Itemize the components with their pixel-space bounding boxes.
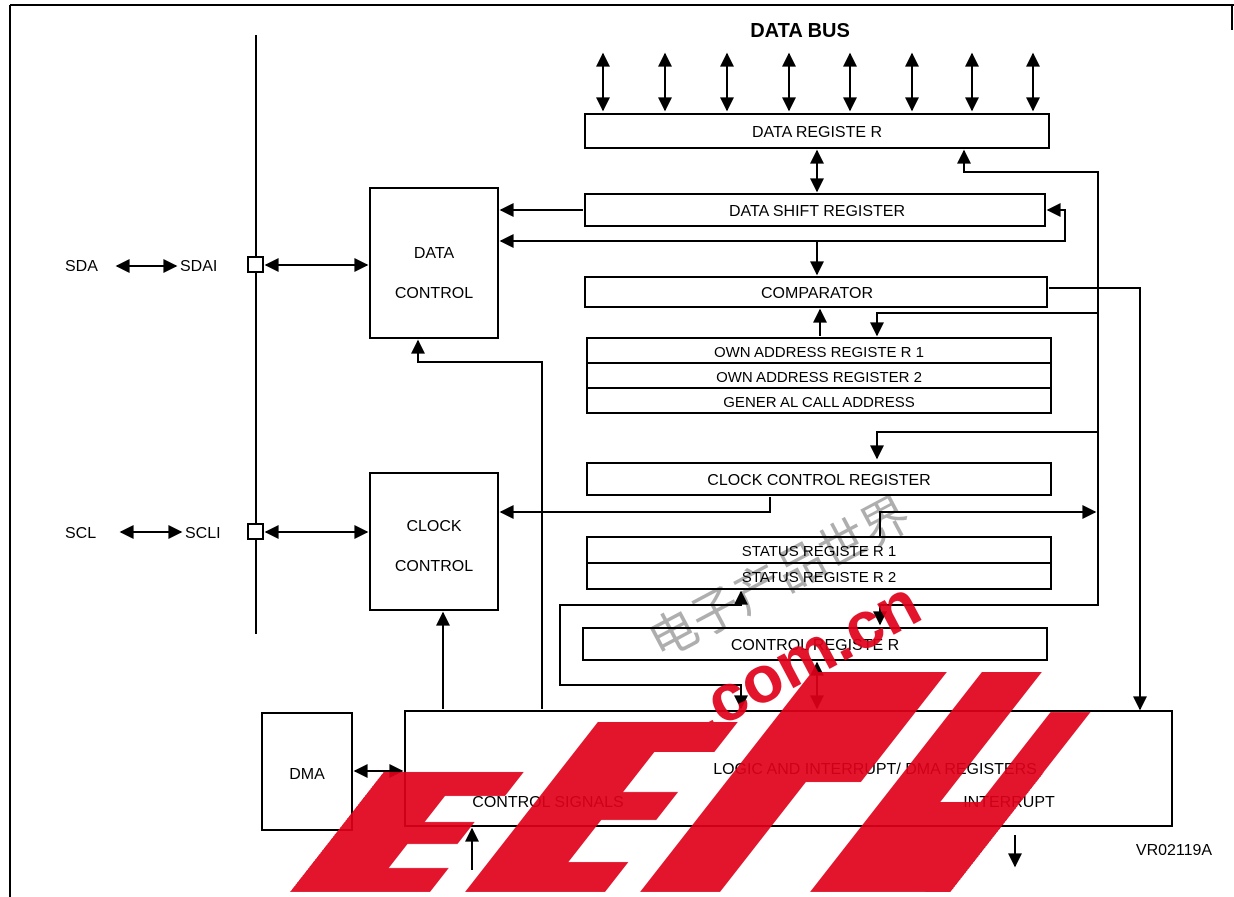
clock-control-register-label: CLOCK CONTROL REGISTER <box>707 472 930 489</box>
control-register-block <box>582 627 1048 661</box>
own-address-register-1-block <box>586 337 1052 364</box>
general-call-address-block <box>586 387 1052 414</box>
eepw-watermark: .com.cn 电子产品世界 <box>290 488 1091 892</box>
dma-block <box>261 712 353 831</box>
bus-to-clock-reg-line <box>870 431 1098 460</box>
status-to-bus-line <box>879 505 1097 537</box>
logic-to-datactl-line <box>411 339 543 709</box>
clock-control-label-2: CONTROL <box>395 558 473 575</box>
clockreg-to-clockctl-line <box>499 497 771 519</box>
data-bus-title: DATA BUS <box>750 20 850 42</box>
clock-control-block <box>369 472 499 611</box>
data-register-label: DATA REGISTE R <box>752 124 882 141</box>
status-register-2-block <box>586 562 1052 590</box>
logic-status-loop <box>559 600 748 710</box>
status-register-2-label: STATUS REGISTE R 2 <box>742 569 896 586</box>
data-bus-arrows <box>596 52 1040 112</box>
comparator-to-logic-line <box>1049 287 1147 711</box>
own-address-register-1-label: OWN ADDRESS REGISTE R 1 <box>714 344 924 361</box>
data-shift-register-label: DATA SHIFT REGISTER <box>729 203 905 220</box>
figure-id: VR02119A <box>1136 842 1213 859</box>
clock-control-register-block <box>586 462 1052 496</box>
scli-label: SCLI <box>185 525 221 542</box>
status-register-1-label: STATUS REGISTE R 1 <box>742 543 896 560</box>
sda-label: SDA <box>65 258 98 275</box>
clock-control-label-1: CLOCK <box>406 518 461 535</box>
own-address-register-2-label: OWN ADDRESS REGISTER 2 <box>716 369 922 386</box>
data-control-label-1: DATA <box>414 245 455 262</box>
datactl-shift-loop <box>499 203 1066 248</box>
own-address-register-2-block <box>586 362 1052 389</box>
control-register-label: CONTROL REGISTE R <box>731 637 899 654</box>
general-call-address-label: GENER AL CALL ADDRESS <box>723 394 914 411</box>
sdai-label: SDAI <box>180 258 217 275</box>
internal-bus-line <box>873 149 1099 626</box>
page-frame <box>9 4 1234 897</box>
dma-label: DMA <box>289 766 325 783</box>
scli-pin-box <box>247 523 264 540</box>
data-register-block <box>584 113 1050 149</box>
bus-to-own-addr-line <box>870 312 1098 337</box>
comparator-label: COMPARATOR <box>761 285 873 302</box>
data-control-label-2: CONTROL <box>395 285 473 302</box>
sdai-pin-box <box>247 256 264 273</box>
data-control-block <box>369 187 499 339</box>
scl-label: SCL <box>65 525 96 542</box>
